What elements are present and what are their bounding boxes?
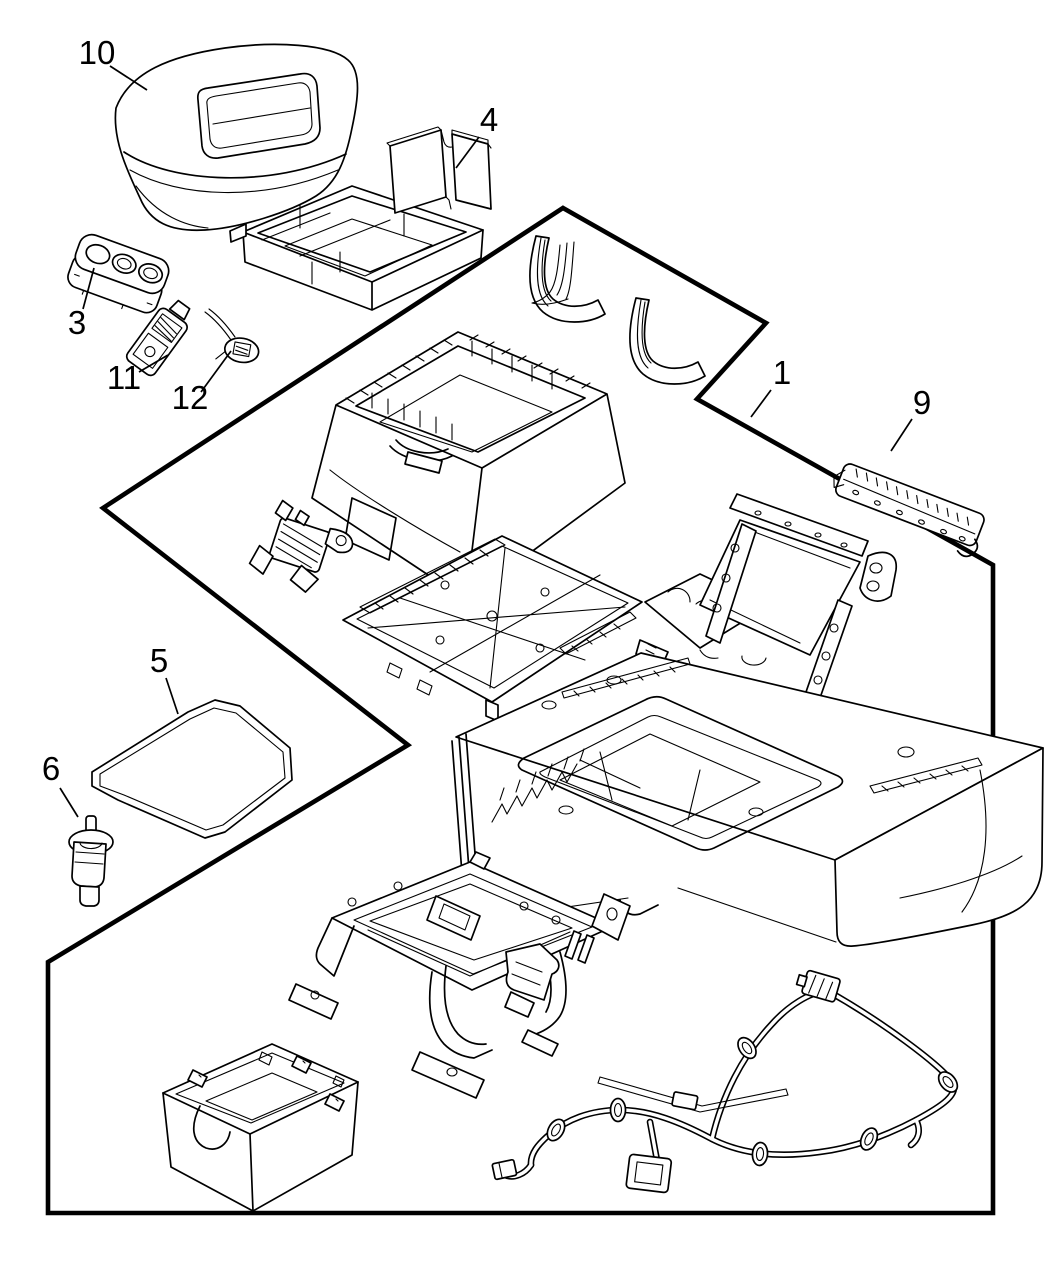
callout-label-12: 12 bbox=[172, 379, 209, 416]
lamp-switch-drawing bbox=[68, 815, 114, 907]
callout-leader-3 bbox=[82, 267, 95, 310]
corner-bracket-left-drawing bbox=[529, 235, 606, 323]
callout-leader-5 bbox=[165, 677, 179, 715]
callout-label-1: 1 bbox=[773, 354, 791, 391]
callout-label-11: 11 bbox=[107, 359, 141, 396]
callout-leader-6 bbox=[59, 787, 79, 818]
callout-label-4: 4 bbox=[480, 101, 498, 138]
callout-label-10: 10 bbox=[79, 34, 116, 71]
armrest-lid-drawing bbox=[114, 43, 359, 232]
callout-leader-1 bbox=[750, 389, 772, 418]
callouts-layer: 10 4 3 11 12 1 9 5 6 bbox=[42, 34, 931, 818]
divider-panel-drawing bbox=[386, 126, 492, 214]
callout-leader-11 bbox=[138, 354, 169, 373]
latch-striker-drawing bbox=[215, 337, 260, 364]
storage-tray-drawing bbox=[229, 185, 484, 311]
console-upper-housing-drawing bbox=[311, 331, 626, 601]
callout-label-5: 5 bbox=[150, 642, 168, 679]
support-frame-drawing bbox=[635, 493, 897, 699]
corner-bracket-right-drawing bbox=[629, 297, 706, 385]
wiring-harness-drawing bbox=[491, 969, 959, 1194]
mounting-frame-drawing bbox=[288, 851, 631, 1099]
callout-leader-9 bbox=[890, 418, 913, 452]
callout-label-6: 6 bbox=[42, 750, 60, 787]
storage-bin-drawing bbox=[162, 1043, 359, 1212]
switch-pod-drawing bbox=[67, 233, 170, 314]
lid-hinge-bracket-drawing bbox=[248, 499, 354, 593]
console-base-panel-drawing bbox=[342, 535, 643, 722]
console-body-drawing bbox=[451, 652, 1044, 947]
callout-leader-10 bbox=[109, 65, 148, 91]
callout-label-9: 9 bbox=[913, 384, 931, 421]
guide-post-drawing bbox=[531, 241, 575, 305]
callout-label-3: 3 bbox=[68, 304, 86, 341]
hinge-strip-drawing bbox=[833, 463, 985, 558]
assembly-boundary-outline bbox=[45, 205, 996, 1216]
callout-leader-4 bbox=[455, 136, 480, 169]
latch-cable-drawing bbox=[204, 308, 236, 341]
console-bracket-drawing bbox=[504, 930, 595, 1018]
liner-mat-drawing bbox=[91, 699, 293, 839]
lid-latch-drawing bbox=[125, 299, 191, 377]
callout-leader-12 bbox=[200, 350, 232, 393]
